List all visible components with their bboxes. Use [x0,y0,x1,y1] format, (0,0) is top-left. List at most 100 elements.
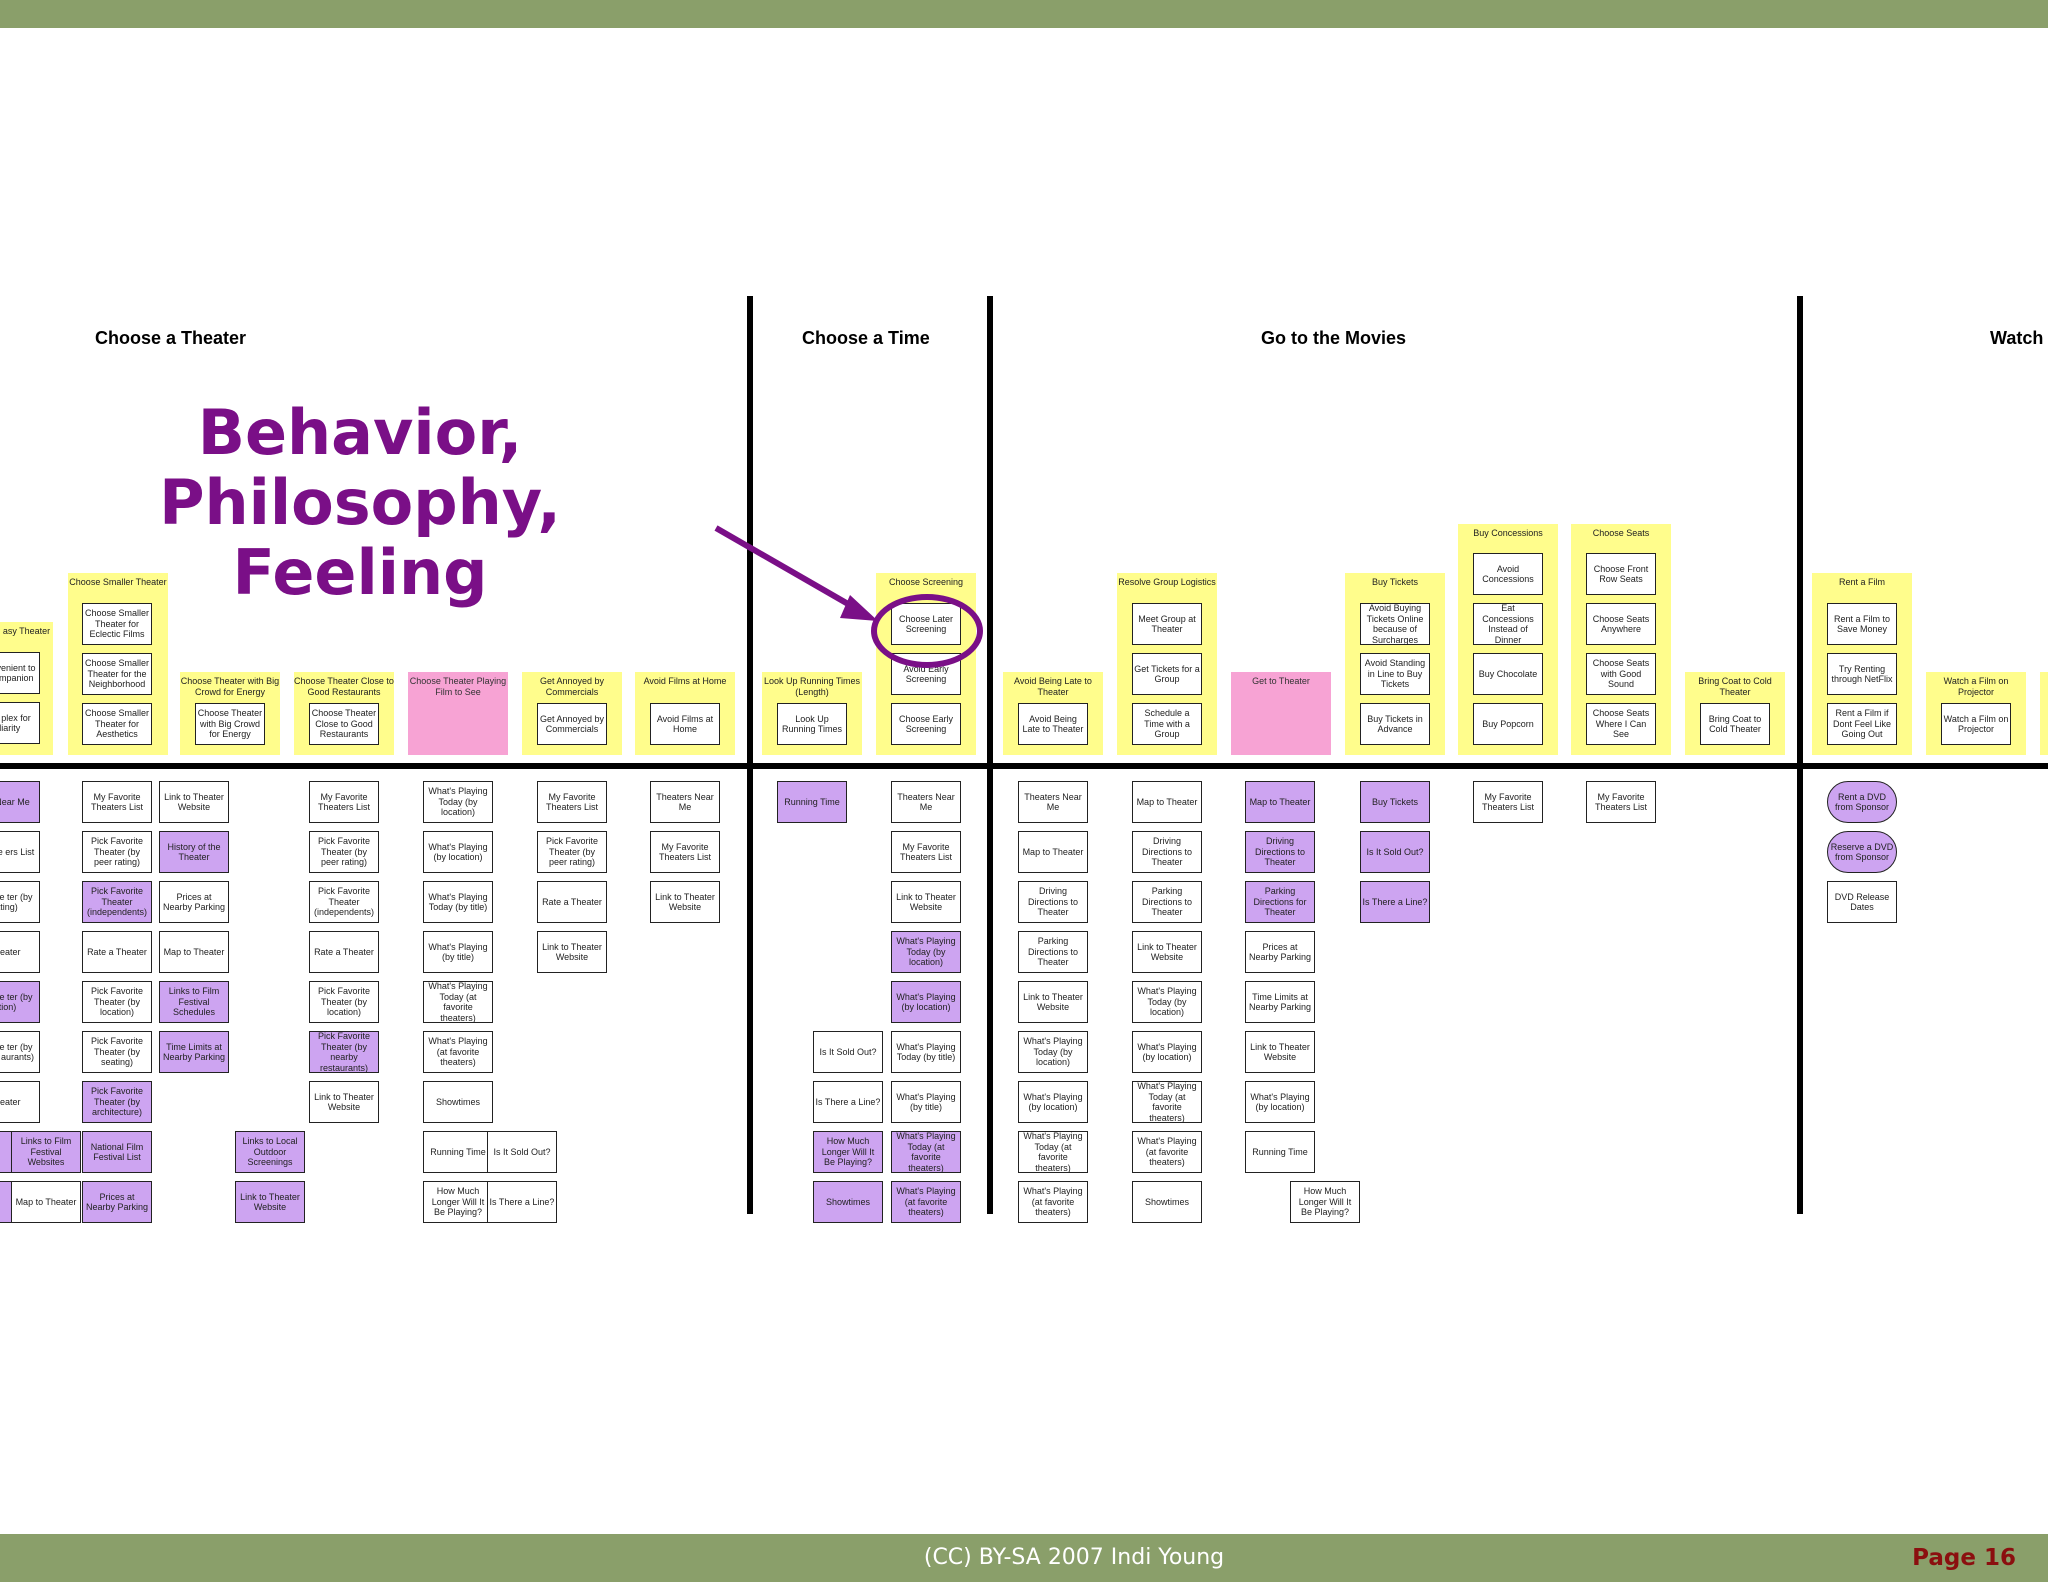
content-card: What's Playing Today (by location) [423,781,493,823]
content-card: Driving Directions to Theater [1018,881,1088,923]
content-card: Link to Theater Website [309,1081,379,1123]
content-card: What's Playing Today (at favorite theate… [891,1131,961,1173]
tower-label: Rent a Film [1838,577,1885,587]
tower-card: Get Tickets for a Group [1132,653,1202,695]
tower-label: Get to Theater [1252,676,1310,686]
content-card: How Much Longer Will It Be Playing? [813,1131,883,1173]
tower-card: Bring Coat to Cold Theater [1700,703,1770,745]
content-card: What's Playing (at favorite theaters) [891,1181,961,1223]
content-card: What's Playing Today (at favorite theate… [1132,1081,1202,1123]
content-card: My Favorite Theaters List [82,781,152,823]
tower-label: Buy Concessions [1473,528,1543,538]
content-card: Link to Theater Website [1018,981,1088,1023]
tower-card: Choose Seats with Good Sound [1586,653,1656,695]
content-card: What's Playing (by location) [1245,1081,1315,1123]
content-card: Running Time [777,781,847,823]
tower-card: Eat Concessions Instead of Dinner [1473,603,1543,645]
content-card: What's Playing (by location) [1018,1081,1088,1123]
content-card: Theaters Near Me [1018,781,1088,823]
content-card: Time Limits at Nearby Parking [1245,981,1315,1023]
tower-card: Choose Early Screening [891,703,961,745]
footer-copyright: (CC) BY-SA 2007 Indi Young [923,1545,1225,1570]
tower-card: oose plex for miliarity [0,702,40,744]
content-card: Map to Theater [11,1181,81,1223]
content-card: Showtimes [1132,1181,1202,1223]
tower-card: Choose Seats Anywhere [1586,603,1656,645]
tower-label: Choose Theater with Big Crowd for Energy [180,676,280,697]
content-card: How Much Longer Will It Be Playing? [1290,1181,1360,1223]
column-divider [987,296,993,1214]
tower-bg [2040,672,2048,755]
content-card: Pick Favorite Theater (by peer rating) [537,831,607,873]
headline-line-1: Behavior, Philosophy, [159,396,561,539]
content-card: National Film Festival List [82,1131,152,1173]
content-card: What's Playing Today (by title) [423,881,493,923]
content-card: Link to Theater Website [537,931,607,973]
content-card: My Favorite Theaters List [1586,781,1656,823]
content-card: What's Playing (at favorite theaters) [1132,1131,1202,1173]
content-card: Theater [0,931,40,973]
content-card: Prices at Nearby Parking [159,881,229,923]
highlight-circle [871,594,983,668]
content-card: avorite ter (by ation) [0,981,40,1023]
column-divider [747,296,753,1214]
tower-card: Look Up Running Times [777,703,847,745]
content-card: Pick Favorite Theater (independents) [82,881,152,923]
content-card: Parking Directions to Theater [1018,931,1088,973]
content-card: Parking Directions for Theater [1245,881,1315,923]
tower-card: Meet Group at Theater [1132,603,1202,645]
content-card: Time Limits at Nearby Parking [159,1031,229,1073]
content-card: Pick Favorite Theater (by nearby restaur… [309,1031,379,1073]
column-title-choose-time: Choose a Time [802,328,930,348]
content-card: Pick Favorite Theater (by architecture) [82,1081,152,1123]
content-card: My Favorite Theaters List [309,781,379,823]
content-card: Pick Favorite Theater (by peer rating) [82,831,152,873]
content-card: Prices at Nearby Parking [1245,931,1315,973]
tower-card: Schedule a Time with a Group [1132,703,1202,745]
tower-card: Avoid Concessions [1473,553,1543,595]
content-card: Link to Theater Website [650,881,720,923]
content-card: What's Playing Today (by location) [891,931,961,973]
tower-card: Avoid Standing in Line to Buy Tickets [1360,653,1430,695]
content-card: Showtimes [423,1081,493,1123]
tower-card: Rent a Film to Save Money [1827,603,1897,645]
content-card: Is It Sold Out? [1360,831,1430,873]
tower-label: Avoid Being Late to Theater [1014,676,1092,697]
content-card: What's Playing (at favorite theaters) [1018,1181,1088,1223]
column-title-go-to-movies: Go to the Movies [1261,328,1407,348]
content-card: My Favorite Theaters List [891,831,961,873]
arrow-head [840,595,878,621]
tower-bg-pink: Choose Theater Playing Film to See [408,672,508,755]
content-card: Showtimes [813,1181,883,1223]
page-number: Page 16 [1912,1545,2016,1571]
tower-label: Choose Theater Playing Film to See [409,676,507,697]
tower-label: Avoid Films at Home [643,676,727,686]
content-card: Is There a Line? [487,1181,557,1223]
content-card: What's Playing Today (by title) [891,1031,961,1073]
tower-card: Avoid Being Late to Theater [1018,703,1088,745]
tower-label: Get Annoyed by Commercials [539,676,605,697]
content-card: Parking Directions to Theater [1132,881,1202,923]
tower-card: Avoid Buying Tickets Online because of S… [1360,603,1430,645]
content-card: Running Time [1245,1131,1315,1173]
tower-card: Avoid Films at Home [650,703,720,745]
content-card: Pick Favorite Theater (by peer rating) [309,831,379,873]
column-title-choose-theater: Choose a Theater [95,328,247,348]
content-card: avorite ter (by earby aurants) [0,1031,40,1073]
content-card: History of the Theater [159,831,229,873]
content-card: What's Playing (by location) [1132,1031,1202,1073]
tower-card: Choose Theater Close to Good Restaurants [309,703,379,745]
tower-label: Resolve Group Logistics [1118,577,1216,587]
tower-card: Choose Smaller Theater for Eclectic Film… [82,603,152,645]
content-card: What's Playing Today (at favorite theate… [423,981,493,1023]
horizontal-divider [0,763,2048,769]
tower-label: asy Theater [2,626,51,636]
content-card: Link to Theater Website [235,1181,305,1223]
content-card: What's Playing (by location) [423,831,493,873]
tower-label: Watch a Film on Projector [1943,676,2009,697]
content-card: Link to Theater Website [1245,1031,1315,1073]
content-card: What's Playing (by location) [891,981,961,1023]
tower-card: Choose Seats Where I Can See [1586,703,1656,745]
content-card: My Favorite Theaters List [537,781,607,823]
content-card: What's Playing Today (by location) [1132,981,1202,1023]
